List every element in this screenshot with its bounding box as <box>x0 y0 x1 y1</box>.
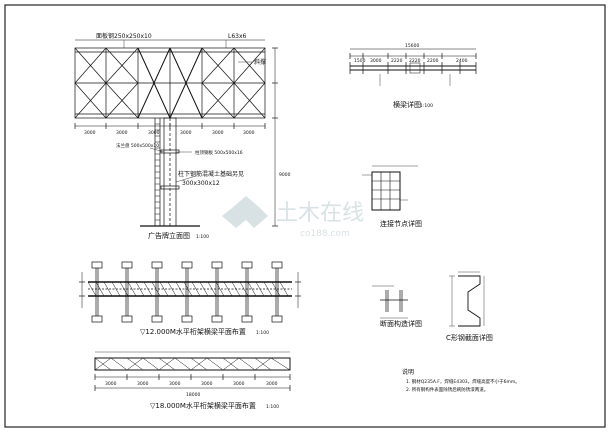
plan-12-title: ▽12.000M水平桁架横梁平面布置 <box>140 327 246 336</box>
watermark-name: 土木在线 <box>276 201 364 226</box>
plan-18-title: ▽18.000M水平桁架横梁平面布置 <box>150 401 256 410</box>
joint-detail <box>362 165 418 211</box>
beam-dim-5: 2200 <box>427 58 439 64</box>
plan-18-scale: 1:100 <box>266 404 279 410</box>
beam-dim-4: 2220 <box>409 58 421 64</box>
plan-18-dim-2: 3000 <box>137 381 149 387</box>
plan-18-dim-4: 3000 <box>201 381 213 387</box>
notes-line-1: 1. 钢材Q235A.F，焊缝E4303，焊缝高度不小于6mm。 <box>406 378 520 385</box>
c-section-title: C形钢截面详图 <box>446 333 493 342</box>
beam-dim-3: 2220 <box>391 58 403 64</box>
section-detail-title: 断面构造详图 <box>380 319 422 328</box>
notes-heading: 说明 <box>402 368 414 376</box>
beam-total-dim: 15600 <box>405 43 419 49</box>
watermark-logo-icon <box>222 196 268 228</box>
base-size-label: 300x300x12 <box>182 180 220 187</box>
cap-plate-label: 柱顶钢板 500x500x16 <box>195 149 243 156</box>
base-note-label: 柱下钢筋混凝土基础另见 <box>178 170 244 178</box>
top-dim-4: 3000 <box>180 130 192 136</box>
top-dim-6: 3000 <box>243 130 255 136</box>
top-dim-2: 3000 <box>116 130 128 136</box>
beam-detail-title: 横梁详图 <box>393 100 421 109</box>
joint-detail-title: 连接节点详图 <box>380 219 422 228</box>
beam-dim-1: 1500 <box>354 58 366 64</box>
top-dim-1: 3000 <box>84 130 96 136</box>
plan-18m <box>94 351 291 391</box>
plan-18-total: 18000 <box>186 392 200 398</box>
beam-detail <box>349 48 477 86</box>
beam-dim-6: 2400 <box>456 58 468 64</box>
watermark: 土木在线 co188.com <box>222 196 364 239</box>
plan-18-dim-1: 3000 <box>105 381 117 387</box>
elevation-scale: 1:100 <box>196 234 209 240</box>
section-detail <box>372 285 408 319</box>
panel-steel-label: 面板钢250x250x10 <box>96 32 152 40</box>
c-section-detail <box>449 271 485 327</box>
beam-detail-scale: 1:100 <box>420 103 433 109</box>
plan-18-dim-5: 3000 <box>233 381 245 387</box>
plan-12m <box>79 261 301 323</box>
angle-label: L63x6 <box>228 33 247 40</box>
flange-label: 法兰盘 500x500x10 <box>116 142 159 149</box>
column-height-dim: 9000 <box>279 172 291 178</box>
plan-18-dim-6: 3000 <box>266 381 278 387</box>
watermark-domain: co188.com <box>300 229 350 239</box>
sheet-border <box>4 4 606 428</box>
top-dim-3: 3000 <box>148 130 160 136</box>
brace-label: 斜撑 <box>254 58 266 66</box>
beam-dim-2: 3000 <box>370 58 382 64</box>
elevation-title: 广告牌立面图 <box>148 231 190 240</box>
plan-12-scale: 1:100 <box>256 330 269 336</box>
notes-line-2: 2. 所有钢构件表面除锈后刷防锈漆两道。 <box>406 386 488 393</box>
billboard-elevation <box>74 39 278 227</box>
plan-18-dim-3: 3000 <box>169 381 181 387</box>
top-dim-5: 3000 <box>212 130 224 136</box>
